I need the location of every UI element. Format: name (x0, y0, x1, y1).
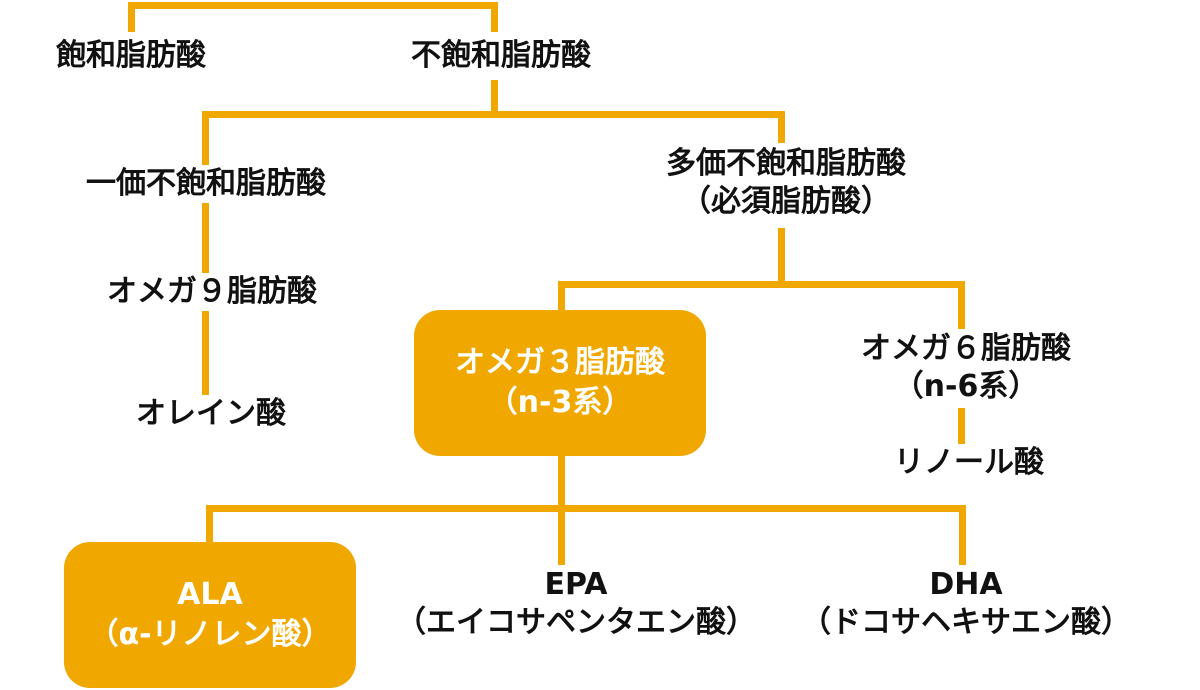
connector-top-bar (128, 2, 498, 9)
node-dha: DHA （ドコサヘキサエン酸） (790, 566, 1142, 642)
node-omega6-line1: オメガ６脂肪酸 (861, 331, 1071, 366)
node-unsaturated-fatty-acid: 不飽和脂肪酸 (380, 37, 622, 75)
node-omega6-fatty-acid: オメガ６脂肪酸 （n-6系） (820, 330, 1112, 406)
connector-level2-bar (202, 111, 785, 118)
node-linoleic-acid: リノール酸 (858, 444, 1080, 482)
node-omega6-line2: （n-6系） (893, 369, 1039, 404)
node-monounsaturated-label: 一価不飽和脂肪酸 (86, 166, 326, 201)
connector-level3-bar (558, 281, 965, 288)
node-unsaturated-label: 不飽和脂肪酸 (411, 38, 591, 73)
node-oleic-label: オレイン酸 (136, 396, 286, 431)
connector-omega6-linoleic (958, 408, 965, 444)
node-oleic-acid: オレイン酸 (110, 395, 312, 433)
node-saturated-fatty-acid: 飽和脂肪酸 (30, 37, 232, 75)
connector-mono-stem (202, 111, 209, 401)
node-linoleic-label: リノール酸 (894, 445, 1044, 480)
node-ala-line1: ALA (177, 577, 243, 612)
connector-omega3-stem (558, 281, 565, 311)
connector-poly-stem-down (778, 228, 785, 288)
node-polyunsaturated-fatty-acid: 多価不飽和脂肪酸 （必須脂肪酸） (620, 145, 952, 221)
connector-poly-stem-up (778, 111, 785, 143)
node-polyunsaturated-line1: 多価不飽和脂肪酸 (666, 146, 906, 181)
connector-level4-bar (206, 505, 966, 512)
node-ala-highlight: ALA （α-リノレン酸） (64, 542, 356, 688)
node-omega3-fatty-acid-highlight: オメガ３脂肪酸 （n-3系） (414, 310, 706, 456)
node-epa-line1: EPA (544, 567, 608, 602)
node-omega3-line1: オメガ３脂肪酸 (455, 345, 665, 380)
node-epa-line2: （エイコサペンタエン酸） (396, 605, 756, 640)
connector-saturated-stem (128, 2, 135, 32)
node-dha-line2: （ドコサヘキサエン酸） (801, 605, 1131, 640)
node-omega9-fatty-acid: オメガ９脂肪酸 (75, 273, 349, 311)
connector-dha-stem (959, 505, 966, 565)
node-saturated-label: 飽和脂肪酸 (56, 38, 206, 73)
connector-unsaturated-stem-up (491, 2, 498, 32)
node-omega3-line2: （n-3系） (487, 385, 633, 420)
node-polyunsaturated-line2: （必須脂肪酸） (681, 184, 891, 219)
node-ala-line2: （α-リノレン酸） (88, 617, 332, 652)
connector-omega6-stem (958, 281, 965, 329)
connector-unsaturated-stem-down (491, 80, 498, 118)
node-monounsaturated-fatty-acid: 一価不飽和脂肪酸 (45, 165, 367, 203)
node-omega9-label: オメガ９脂肪酸 (107, 274, 317, 309)
node-dha-line1: DHA (929, 567, 1003, 602)
connector-ala-stem (206, 505, 213, 545)
node-epa: EPA （エイコサペンタエン酸） (380, 566, 772, 642)
